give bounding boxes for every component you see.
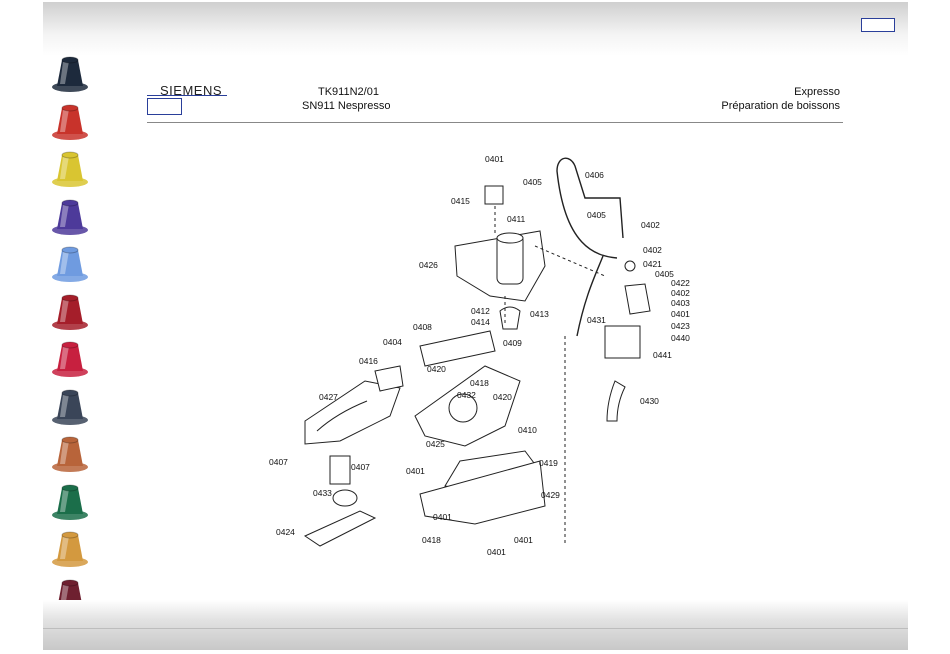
part-label: 0402 (671, 288, 690, 298)
capsule-slate-icon (47, 383, 93, 429)
part-label: 0421 (643, 259, 662, 269)
capsule-pink-red-icon (47, 335, 93, 381)
part-label: 0418 (470, 378, 489, 388)
part-label: 0420 (493, 392, 512, 402)
part-label: 0404 (383, 337, 402, 347)
header-rule (147, 122, 843, 123)
part-label: 0423 (671, 321, 690, 331)
part-label: 0420 (427, 364, 446, 374)
part-label: 0424 (276, 527, 295, 537)
part-label: 0402 (641, 220, 660, 230)
capsule-crimson-icon (47, 288, 93, 334)
part-label: 0401 (671, 309, 690, 319)
part-label: 0403 (671, 298, 690, 308)
part-label: 0411 (507, 214, 526, 224)
part-label: 0413 (530, 309, 549, 319)
part-label: 0426 (419, 260, 438, 270)
part-label: 0441 (653, 350, 672, 360)
part-label: 0414 (471, 317, 490, 327)
part-label: 0406 (585, 170, 604, 180)
capsule-gold-icon (47, 525, 93, 571)
model-code: TK911N2/01 (318, 86, 379, 98)
part-label: 0425 (426, 439, 445, 449)
capsule-purple-icon (47, 193, 93, 239)
part-label: 0407 (351, 462, 370, 472)
capsule-sidebar (43, 42, 97, 612)
corner-button[interactable] (861, 18, 895, 32)
part-label: 0407 (269, 457, 288, 467)
part-label: 0427 (319, 392, 338, 402)
part-label: 0401 (487, 547, 506, 557)
part-label: 0412 (471, 306, 490, 316)
part-label: 0405 (523, 177, 542, 187)
capsule-red-icon (47, 98, 93, 144)
model-name: SN911 Nespresso (302, 100, 390, 112)
bottom-banner (43, 600, 908, 650)
part-label: 0405 (587, 210, 606, 220)
part-label: 0418 (422, 535, 441, 545)
part-label: 0422 (671, 278, 690, 288)
capsule-yellow-icon (47, 145, 93, 191)
brand-underline (147, 95, 227, 96)
part-label: 0409 (503, 338, 522, 348)
part-label: 0431 (587, 315, 606, 325)
exploded-parts-diagram: 0401 0406 0405 0415 0411 0405 0402 0402 … (145, 126, 845, 572)
part-label: 0429 (541, 490, 560, 500)
capsule-green-icon (47, 478, 93, 524)
capsule-dark-blue-icon (47, 50, 93, 96)
part-label: 0408 (413, 322, 432, 332)
part-label: 0410 (518, 425, 537, 435)
part-label: 0416 (359, 356, 378, 366)
part-label: 0419 (539, 458, 558, 468)
part-label: 0402 (643, 245, 662, 255)
part-label: 0430 (640, 396, 659, 406)
part-label: 0401 (485, 154, 504, 164)
part-label: 0401 (514, 535, 533, 545)
part-label: 0415 (451, 196, 470, 206)
part-label: 0440 (671, 333, 690, 343)
capsule-light-blue-icon (47, 240, 93, 286)
top-banner (43, 2, 908, 56)
part-label: 0401 (433, 512, 452, 522)
category-title: Expresso (794, 86, 840, 98)
section-title: Préparation de boissons (721, 100, 840, 112)
brand-box (147, 98, 182, 115)
capsule-copper-icon (47, 430, 93, 476)
part-label: 0433 (313, 488, 332, 498)
part-label: 0401 (406, 466, 425, 476)
part-label: 0432 (457, 390, 476, 400)
